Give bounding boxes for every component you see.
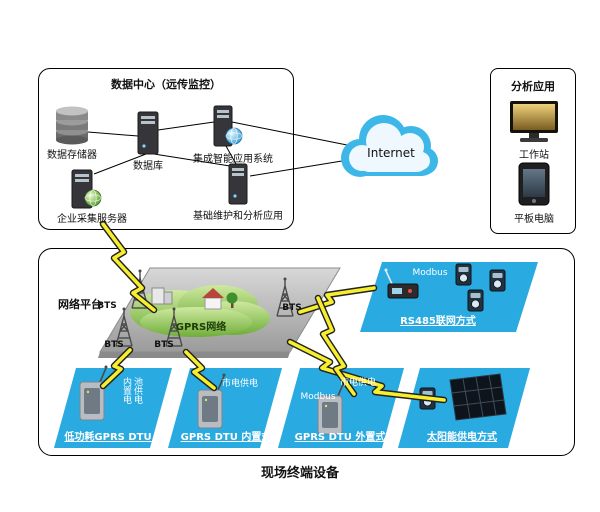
meter-icon	[455, 263, 472, 286]
network-platform-box	[38, 248, 575, 456]
modbus-label: Modbus	[300, 392, 336, 402]
maintenance-server-icon	[228, 163, 248, 205]
terminal-panel-2	[168, 368, 282, 448]
integrated-app-server-icon	[213, 105, 243, 147]
integrated-app-label: 集成智能应用系统	[193, 154, 273, 165]
meter-icon	[489, 269, 506, 292]
external-dtu-title: GPRS DTU 外置式	[294, 432, 386, 443]
rs485-title: RS485联网方式	[400, 316, 476, 327]
data-center-links	[87, 121, 353, 177]
storage-icon	[56, 106, 88, 145]
tree-icon	[226, 292, 238, 308]
lightning-bolts	[99, 220, 448, 404]
collection-server-icon	[71, 169, 102, 209]
meter-icon	[467, 289, 484, 312]
battery-power-label: 内置电池供电	[121, 376, 142, 404]
bts-label: BTS	[97, 301, 117, 311]
bolt-datacenter-to-platform	[99, 220, 158, 314]
bolt-platform-to-external-dtu	[314, 294, 358, 398]
bts-label: BTS	[104, 340, 124, 350]
database-server-icon	[137, 111, 159, 155]
maintenance-app-label: 基础维护和分析应用	[193, 211, 283, 222]
mains-power-label: 市电供电	[221, 379, 259, 389]
bts-label: BTS	[154, 340, 174, 350]
bolt-platform-to-lowpower-dtu	[99, 346, 134, 390]
internet-cloud-icon	[341, 115, 438, 177]
workstation-icon	[510, 101, 558, 142]
bts-label: BTS	[282, 303, 302, 313]
lowpower-dtu-title: 低功耗GPRS DTU	[64, 432, 152, 443]
storage-label: 数据存储器	[47, 150, 97, 161]
gprs-platform	[98, 267, 341, 358]
rtu-icon	[384, 268, 419, 299]
bolt-platform-to-internal-dtu	[182, 348, 218, 392]
workstation-label: 工作站	[519, 150, 549, 161]
rs485-modbus-label: Modbus	[412, 268, 448, 278]
solar-panel-icon	[449, 373, 507, 421]
data-center-box	[38, 68, 294, 230]
collection-server-label: 企业采集服务器	[57, 214, 127, 225]
analysis-title: 分析应用	[511, 80, 555, 93]
tablet-icon	[518, 162, 550, 206]
data-center-title: 数据中心（远传监控）	[111, 78, 221, 91]
database-label: 数据库	[133, 161, 163, 172]
solar-power-title: 太阳能供电方式	[427, 432, 497, 443]
building-icon	[151, 287, 173, 305]
analysis-box	[490, 68, 576, 234]
footer-title: 现场终端设备	[260, 466, 340, 481]
bolt-platform-to-rs485	[296, 284, 378, 316]
house-icon	[202, 288, 224, 310]
mains-power-label: 市电供电	[339, 378, 377, 388]
gprs-network-label: GPRS网络	[175, 322, 227, 333]
internet-label: Internet	[367, 146, 415, 160]
bolt-platform-to-solar	[286, 338, 448, 404]
network-platform-label: 网络平台	[58, 298, 102, 311]
tablet-label: 平板电脑	[514, 214, 554, 225]
internal-dtu-title: GPRS DTU 内置式	[180, 432, 272, 443]
